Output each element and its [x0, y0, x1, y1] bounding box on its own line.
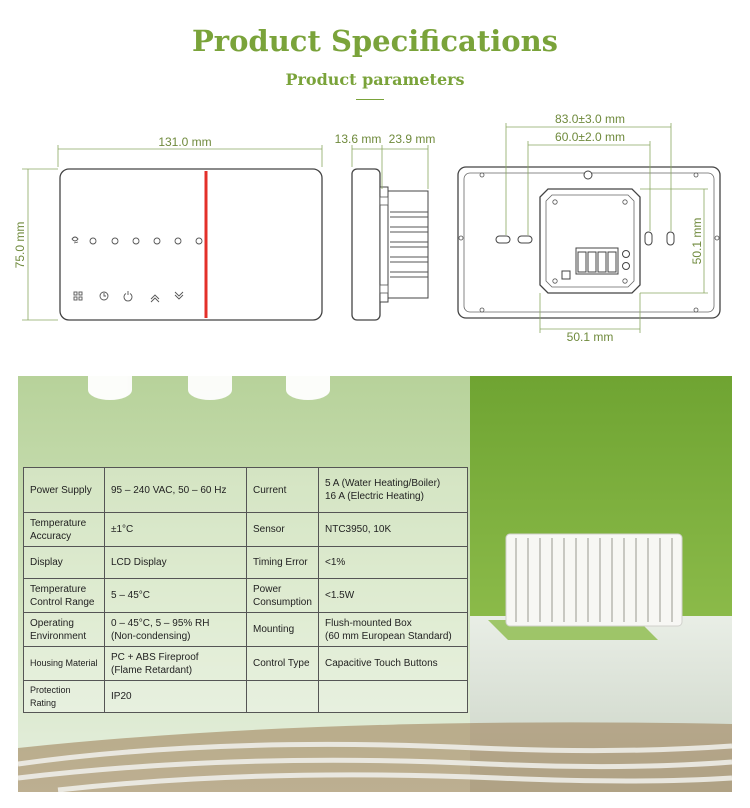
spec-label: Protection Rating — [23, 680, 105, 713]
dot-icon — [153, 237, 161, 245]
spec-value: 5 A (Water Heating/Boiler)16 A (Electric… — [318, 467, 468, 513]
front-height-label: 75.0 mm — [13, 222, 27, 269]
back-inner-label: 60.0±2.0 mm — [555, 130, 625, 144]
dot-icon — [195, 237, 203, 245]
spec-label: Housing Material — [23, 646, 105, 681]
side-back-box — [387, 190, 429, 299]
fan-icon — [71, 236, 79, 244]
back-outer-label: 83.0±3.0 mm — [555, 112, 625, 126]
spec-label: Current — [246, 467, 319, 513]
spec-label: Power Supply — [23, 467, 105, 513]
screw-icon — [583, 170, 593, 180]
spec-value: 5 – 45°C — [104, 578, 247, 613]
dimension-drawings: 131.0 mm 75.0 mm — [13, 112, 721, 344]
side-back-depth-label: 23.9 mm — [389, 132, 436, 146]
spec-value: ±1°C — [104, 512, 247, 547]
spec-value: Capacitive Touch Buttons — [318, 646, 468, 681]
front-width-label: 131.0 mm — [158, 135, 211, 149]
spec-label: Mounting — [246, 612, 319, 647]
spec-value — [318, 680, 468, 713]
spec-label: Control Type — [246, 646, 319, 681]
chevron-up-icon — [150, 294, 160, 303]
front-panel-outline — [59, 168, 323, 321]
ceiling-lamps — [88, 376, 330, 400]
spec-value: <1% — [318, 546, 468, 579]
spec-label: Display — [23, 546, 105, 579]
dot-icon — [174, 237, 182, 245]
spec-value: Flush-mounted Box(60 mm European Standar… — [318, 612, 468, 647]
chevron-down-icon — [174, 291, 184, 300]
spec-value: PC + ABS Fireproof(Flame Retardant) — [104, 646, 247, 681]
back-width-label: 50.1 mm — [567, 330, 614, 344]
spec-value: NTC3950, 10K — [318, 512, 468, 547]
terminal-block — [561, 247, 630, 280]
page-title: Product Specifications — [192, 24, 558, 58]
side-depth-label: 13.6 mm — [335, 132, 382, 146]
spec-value: LCD Display — [104, 546, 247, 579]
spec-value: 95 – 240 VAC, 50 – 60 Hz — [104, 467, 247, 513]
power-icon — [123, 291, 133, 302]
spec-label: Sensor — [246, 512, 319, 547]
radiator — [505, 533, 683, 627]
clock-icon — [99, 291, 109, 301]
spec-label — [246, 680, 319, 713]
spec-value: IP20 — [104, 680, 247, 713]
back-height-label: 50.1 mm — [690, 218, 704, 265]
front-view: 131.0 mm 75.0 mm — [13, 135, 323, 321]
spec-value: <1.5W — [318, 578, 468, 613]
heating-pipes — [18, 741, 732, 792]
dot-icon — [111, 237, 119, 245]
back-mounting-box — [539, 188, 641, 294]
grid-icon — [73, 291, 83, 301]
section-subtitle: Product parameters — [285, 70, 465, 89]
dot-icon — [89, 237, 97, 245]
spec-label: Timing Error — [246, 546, 319, 579]
side-front-panel — [351, 168, 381, 321]
back-view: 83.0±3.0 mm 60.0±2.0 mm 50.1 mm 50.1 mm — [457, 112, 721, 344]
subtitle-underline — [356, 99, 384, 100]
side-view: 13.6 mm 23.9 mm — [335, 132, 436, 321]
dot-icon — [132, 237, 140, 245]
spec-value: 0 – 45°C, 5 – 95% RH(Non-condensing) — [104, 612, 247, 647]
